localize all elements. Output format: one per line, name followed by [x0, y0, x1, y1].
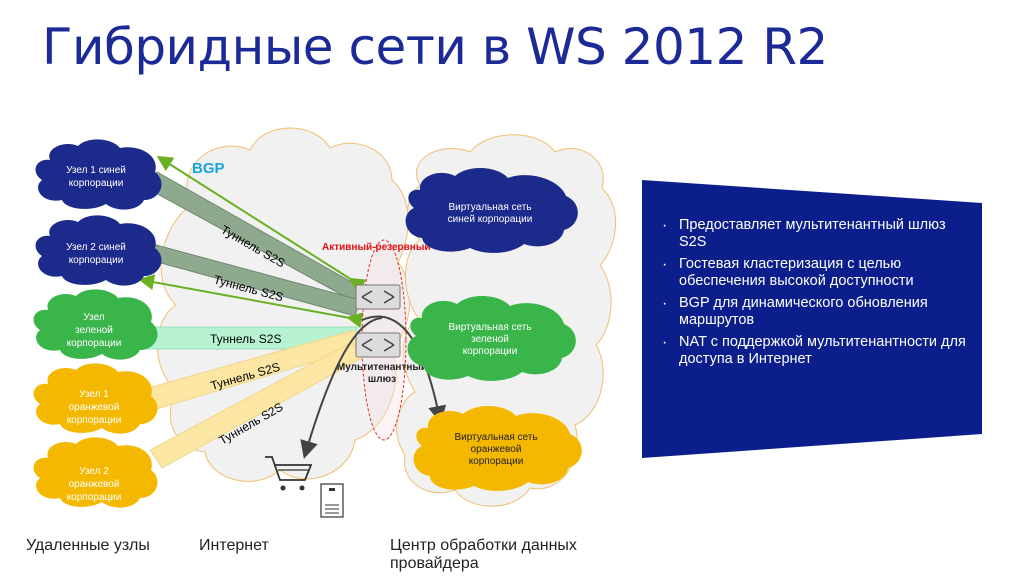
features-list: Предоставляет мультитенантный шлюз S2S Г…	[662, 217, 967, 373]
bgp-arrow-mid	[138, 274, 364, 329]
remote-node-green-line2: зеленой	[75, 325, 113, 336]
gateway-label-line1: Мультитенантный	[337, 362, 427, 373]
nat-arrow-to-shop	[300, 317, 383, 459]
vnet-blue: Виртуальная сеть синей корпорации	[405, 167, 578, 253]
gateway-cluster: Активный-резервный Мультитенантный шлюз	[322, 239, 431, 441]
tunnel-orange-2	[149, 341, 363, 469]
vnet-orange-line1: Виртуальная сеть	[454, 432, 537, 443]
slide-title: Гибридные сети в WS 2012 R2	[42, 18, 828, 76]
remote-node-orange-1-line1: Узел 1	[79, 389, 109, 400]
remote-node-orange-2-line2: оранжевой	[69, 479, 120, 490]
cart-icon	[265, 456, 313, 491]
remote-node-blue-2-line1: Узел 2 синей	[66, 242, 126, 253]
bgp-arrows: BGP	[138, 155, 367, 329]
feature-item: Гостевая кластеризация с целью обеспечен…	[662, 256, 967, 290]
router-icon-bottom	[355, 332, 401, 358]
remote-node-orange-1-line3: корпорации	[67, 415, 122, 426]
vnet-orange: Виртуальная сеть оранжевой корпорации	[413, 405, 582, 491]
vnet-green-line1: Виртуальная сеть	[448, 322, 531, 333]
vnet-green: Виртуальная сеть зеленой корпорации	[407, 295, 576, 381]
remote-node-orange-1-line2: оранжевой	[69, 402, 120, 413]
remote-node-orange-2-line3: корпорации	[67, 492, 122, 503]
footer-internet: Интернет	[199, 537, 269, 554]
feature-item: BGP для динамического обновления маршрут…	[662, 295, 967, 329]
vnet-green-line3: корпорации	[463, 346, 518, 357]
footer-datacenter-line1: Центр обработки данных	[390, 537, 577, 554]
remote-node-blue-1: Узел 1 синей корпорации	[35, 139, 162, 210]
feature-item: Предоставляет мультитенантный шлюз S2S	[662, 217, 967, 251]
remote-node-green-line1: Узел	[83, 312, 104, 323]
server-icon	[320, 483, 344, 518]
bgp-label: BGP	[192, 160, 225, 177]
remote-node-green: Узел зеленой корпорации	[33, 289, 158, 360]
remote-node-blue-1-line2: корпорации	[69, 178, 124, 189]
vnet-green-line2: зеленой	[471, 334, 509, 345]
remote-node-orange-2: Узел 2 оранжевой корпорации	[33, 437, 158, 508]
remote-node-blue-1-line1: Узел 1 синей	[66, 165, 126, 176]
footer-remote-nodes: Удаленные узлы	[26, 537, 150, 554]
remote-node-blue-2: Узел 2 синей корпорации	[35, 215, 162, 286]
bgp-arrow-top	[156, 155, 367, 294]
feature-item: NAT с поддержкой мультитенантности для д…	[662, 334, 967, 368]
footer-datacenter: Центр обработки данных провайдера	[390, 537, 577, 573]
vnet-blue-line2: синей корпорации	[448, 214, 533, 225]
active-standby-label: Активный-резервный	[322, 242, 431, 253]
gateway-label-line2: шлюз	[368, 374, 396, 385]
vnet-orange-line3: корпорации	[469, 456, 524, 467]
vnet-orange-line2: оранжевой	[471, 444, 522, 455]
vnet-blue-line1: Виртуальная сеть	[448, 202, 531, 213]
remote-node-orange-2-line1: Узел 2	[79, 466, 109, 477]
router-icon-top	[355, 284, 401, 310]
remote-node-green-line3: корпорации	[67, 338, 122, 349]
tunnel-label-3: Туннель S2S	[210, 332, 281, 346]
footer-datacenter-line2: провайдера	[390, 555, 479, 572]
features-panel: Предоставляет мультитенантный шлюз S2S Г…	[642, 180, 982, 458]
remote-node-orange-1: Узел 1 оранжевой корпорации	[33, 363, 158, 434]
remote-node-blue-2-line2: корпорации	[69, 255, 124, 266]
